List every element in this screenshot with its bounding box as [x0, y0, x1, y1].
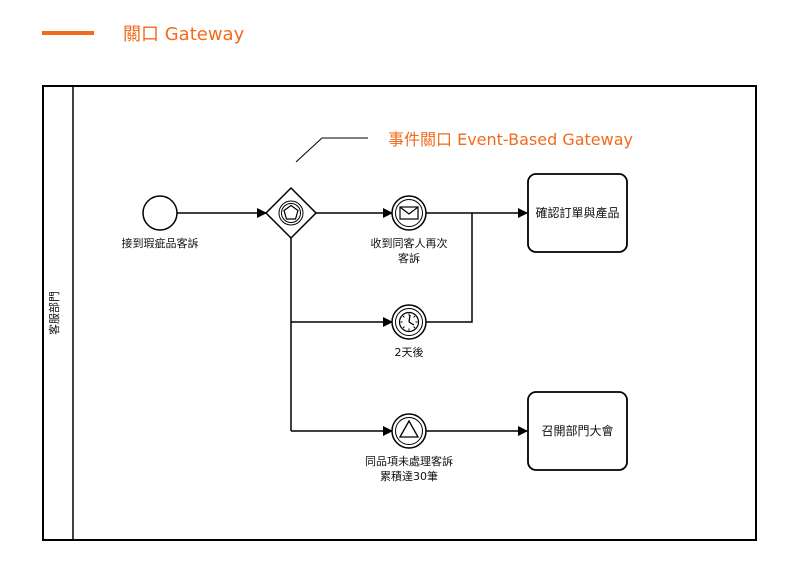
message-event-label-line2: 客訴	[398, 251, 420, 265]
signal-event-label-line2: 累積達30筆	[380, 469, 438, 483]
pentagon-icon	[283, 204, 299, 220]
task-department-meeting-label: 召開部門大會	[541, 423, 613, 438]
envelope-icon	[399, 206, 419, 220]
page-title: 關口 Gateway	[123, 24, 245, 45]
header-accent-bar	[42, 31, 94, 35]
pool-border	[42, 85, 757, 541]
callout-label: 事件關口 Event-Based Gateway	[388, 130, 633, 149]
signal-catch-event[interactable]	[391, 413, 427, 449]
message-event-label-line1: 收到同客人再次	[371, 236, 448, 250]
start-event-label: 接到瑕疵品客訴	[122, 236, 199, 250]
signal-event-label-line1: 同品項未處理客訴	[365, 454, 453, 468]
lane-label: 客服部門	[47, 291, 61, 335]
sequence-flow-timer-task1	[426, 213, 473, 323]
triangle-signal-icon	[398, 419, 420, 438]
clock-icon	[398, 311, 420, 333]
task-department-meeting[interactable]	[527, 391, 628, 471]
timer-event-label: 2天後	[395, 345, 424, 359]
timer-catch-event[interactable]	[391, 304, 427, 340]
task-confirm-order-label: 確認訂單與產品	[535, 205, 619, 220]
task-confirm-order[interactable]	[527, 173, 628, 253]
event-based-gateway[interactable]	[264, 186, 318, 240]
callout-line	[295, 137, 368, 163]
start-event[interactable]	[142, 195, 178, 231]
message-catch-event[interactable]	[391, 195, 427, 231]
